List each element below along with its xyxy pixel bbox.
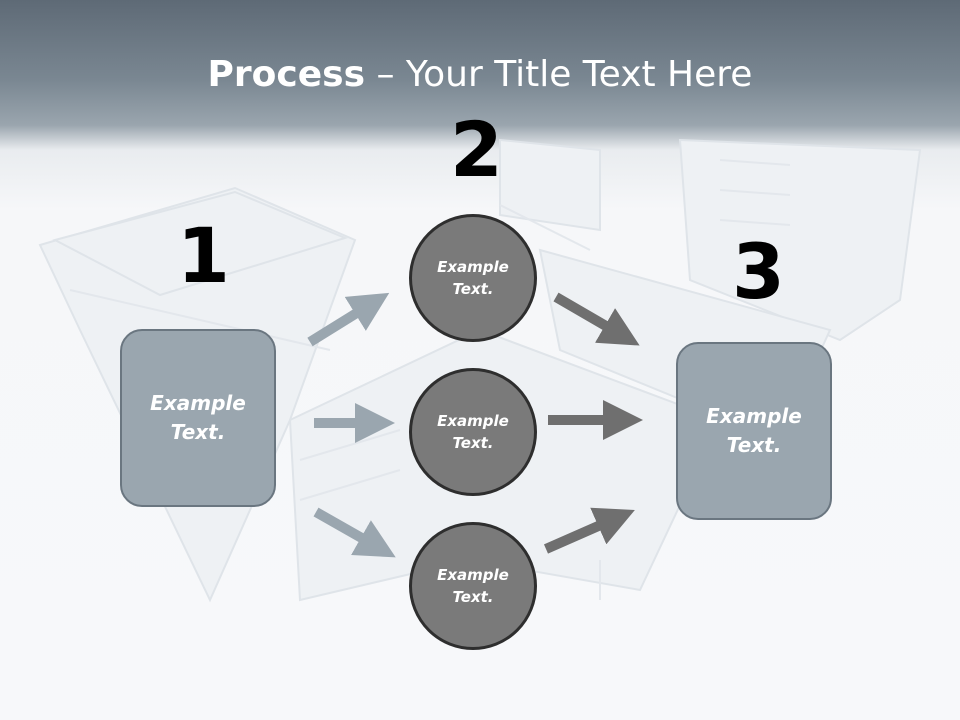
arrow-1-to-top bbox=[307, 292, 390, 347]
step-2-circle-middle: Example Text. bbox=[409, 368, 537, 496]
step-2-number: 2 bbox=[450, 105, 503, 194]
step-2-circle-top-text: Example Text. bbox=[437, 257, 509, 299]
step-3-number: 3 bbox=[732, 227, 785, 316]
step-3-text: Example Text. bbox=[706, 404, 802, 457]
arrow-bottom-to-3 bbox=[543, 507, 635, 554]
title-bold: Process bbox=[207, 54, 366, 95]
step-2-circle-bottom-text: Example Text. bbox=[437, 565, 509, 607]
arrow-top-to-3 bbox=[553, 292, 640, 346]
step-3-box: Example Text. bbox=[676, 342, 832, 520]
step-1-text: Example Text. bbox=[150, 391, 246, 444]
arrow-1-to-bottom bbox=[313, 507, 396, 558]
step-1-box: Example Text. bbox=[120, 329, 276, 507]
step-2-circle-top: Example Text. bbox=[409, 214, 537, 342]
title-rest: – Your Title Text Here bbox=[365, 54, 753, 95]
step-1-number: 1 bbox=[177, 211, 230, 300]
page-title: Process – Your Title Text Here bbox=[0, 54, 960, 95]
step-2-circle-bottom: Example Text. bbox=[409, 522, 537, 650]
step-2-circle-middle-text: Example Text. bbox=[437, 411, 509, 453]
